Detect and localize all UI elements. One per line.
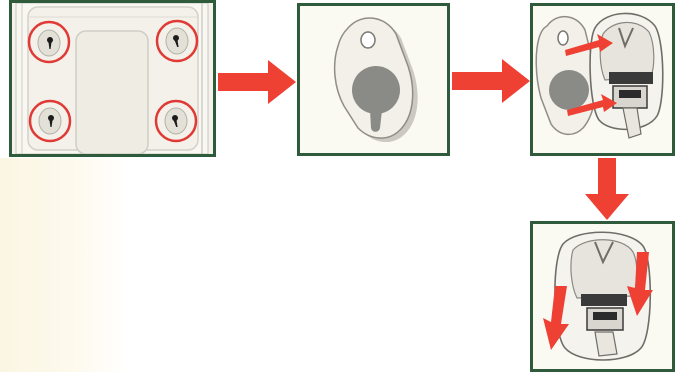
mounting-hole-bottom-right <box>154 99 198 143</box>
wall-bracket-icon <box>589 12 664 139</box>
keyhole-icon <box>173 35 179 47</box>
keyhole-icon <box>47 37 53 49</box>
attach-bracket-illustration <box>533 6 672 153</box>
keyhole-icon <box>172 115 178 127</box>
circle-marker <box>27 20 71 64</box>
step-3-panel <box>530 3 675 156</box>
mounting-hole-bottom-left <box>28 99 72 143</box>
slide-down-arrow-icon <box>543 286 569 350</box>
mounting-hole-top-right <box>155 19 199 63</box>
arrow-right-icon <box>452 59 530 103</box>
keyhole-icon <box>48 115 54 127</box>
arrow-down-icon <box>585 158 629 220</box>
slide-down-arrow-icon <box>627 252 653 316</box>
insert-arrow-icon <box>565 34 613 56</box>
background-fade <box>0 158 127 372</box>
keyhole-plate-icon <box>333 17 418 143</box>
slide-bracket-illustration <box>533 224 672 369</box>
circle-marker <box>28 99 72 143</box>
insert-arrow-icon <box>567 94 617 116</box>
step-1-panel <box>9 0 216 157</box>
step-4-panel <box>530 221 675 372</box>
keyhole-plate-illustration <box>300 6 447 153</box>
cabinet-back-illustration <box>12 3 213 154</box>
arrow-right-icon <box>218 60 296 104</box>
mounting-hole-top-left <box>27 20 71 64</box>
step-2-panel <box>297 3 450 156</box>
circle-marker <box>154 99 198 143</box>
wall-bracket-icon <box>554 231 652 361</box>
circle-marker <box>155 19 199 63</box>
